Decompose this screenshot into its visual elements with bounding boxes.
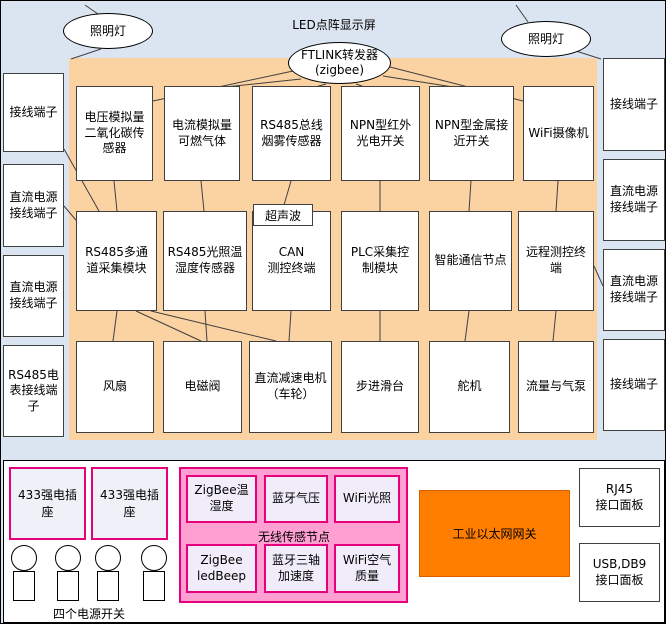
power-switch-body <box>97 571 119 601</box>
device-box-rs485-light-temp: RS485光照温湿度传感器 <box>163 211 247 311</box>
power-switch-body <box>13 571 35 601</box>
led-matrix-display-label: LED点阵显示屏 <box>292 18 376 32</box>
device-box-solenoid-valve: 电磁阀 <box>163 341 242 433</box>
wireless-box-zigbee-ledbeep: ZigBee ledBeep <box>186 544 257 593</box>
device-box-plc-module: PLC采集控制模块 <box>341 211 419 311</box>
power-switches-label: 四个电源开关 <box>52 607 125 621</box>
socket-433-box: 433强电插座 <box>91 467 168 540</box>
device-box-smart-comm-node: 智能通信节点 <box>429 211 512 311</box>
device-box-stepper-slide: 步进滑台 <box>341 341 419 433</box>
power-switch-body <box>143 571 165 601</box>
ultrasonic-tag: 超声波 <box>253 204 313 226</box>
device-box-servo: 舵机 <box>429 341 510 433</box>
device-box-can-terminal: CAN 测控终端 <box>252 211 331 311</box>
power-switch-knob <box>55 545 81 571</box>
dc-power-terminal-box: 直流电源接线端子 <box>3 255 64 337</box>
device-box-fan: 风扇 <box>76 341 154 433</box>
rs485-meter-terminal-box: RS485电表接线端子 <box>3 345 64 437</box>
device-box-proximity-switch: NPN型金属接近开关 <box>429 86 514 181</box>
terminal-box: 接线端子 <box>3 73 64 152</box>
power-switch-body <box>57 571 79 601</box>
device-box-gas-sensor: 电流模拟量可燃气体 <box>164 86 240 181</box>
wireless-box-wifi-light: WiFi光照 <box>334 475 400 523</box>
device-box-rs485-multichannel: RS485多通道采集模块 <box>76 211 157 311</box>
device-box-smoke-sensor: RS485总线烟雾传感器 <box>252 86 331 181</box>
connector-line <box>515 4 529 23</box>
rj45-interface-panel: RJ45 接口面板 <box>579 468 660 527</box>
dc-power-terminal-box: 直流电源接线端子 <box>603 249 665 331</box>
dc-power-terminal-box: 直流电源接线端子 <box>603 159 665 241</box>
usb-db9-interface-panel: USB,DB9 接口面板 <box>579 543 660 602</box>
dc-power-terminal-box: 直流电源接线端子 <box>3 164 64 247</box>
industrial-ethernet-gateway: 工业以太网网关 <box>419 490 570 577</box>
power-switch-knob <box>141 545 167 571</box>
socket-433-box: 433强电插座 <box>9 467 86 540</box>
terminal-box: 接线端子 <box>603 58 665 151</box>
terminal-box: 接线端子 <box>603 339 665 431</box>
lamp-left: 照明灯 <box>63 13 153 49</box>
wireless-box-bluetooth-pressure: 蓝牙气压 <box>264 475 328 523</box>
wireless-box-zigbee-temp-humidity: ZigBee温湿度 <box>186 475 257 523</box>
power-switch-knob <box>95 545 121 571</box>
wireless-box-bluetooth-accelerometer: 蓝牙三轴加速度 <box>264 544 328 593</box>
device-box-photoelectric-switch: NPN型红外光电开关 <box>341 86 420 181</box>
device-box-wifi-camera: WiFi摄像机 <box>523 86 594 181</box>
power-switch-knob <box>11 545 37 571</box>
device-box-dc-gear-motor: 直流减速电机（车轮） <box>249 341 332 433</box>
device-box-co2-sensor: 电压模拟量二氧化碳传感器 <box>76 86 153 181</box>
device-box-remote-terminal: 远程测控终端 <box>518 211 594 311</box>
lamp-right: 照明灯 <box>501 21 591 57</box>
wireless-panel-title: 无线传感节点 <box>257 530 330 544</box>
device-box-flow-pump: 流量与气泵 <box>518 341 594 433</box>
wireless-box-wifi-air-quality: WiFi空气质量 <box>334 544 400 593</box>
ftlink-repeater: FTLINK转发器 (zigbee) <box>288 42 391 84</box>
